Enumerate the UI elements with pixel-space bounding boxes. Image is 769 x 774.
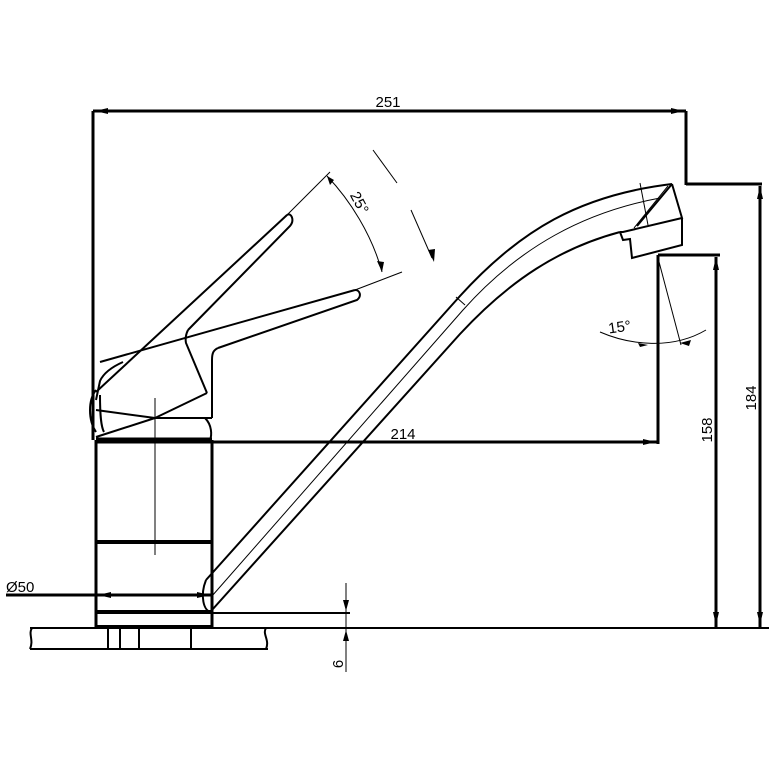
spout-head — [619, 182, 684, 260]
dimension-label-158: 158 — [699, 417, 716, 442]
dimension-deck-offset: 6 — [212, 583, 350, 672]
dimension-overall-width: 251 — [91, 94, 688, 440]
dimension-overall-height: 184 — [686, 182, 763, 627]
dimension-label-184: 184 — [743, 385, 760, 410]
dimension-label-251: 251 — [375, 94, 400, 111]
dimension-spout-angle: 15° — [599, 257, 707, 347]
lever-handle — [89, 213, 361, 441]
faucet-body — [94, 398, 214, 629]
countertop-deck — [29, 627, 769, 650]
faucet-spout — [201, 183, 673, 613]
dimension-label-15deg: 15° — [607, 318, 632, 338]
dimension-spout-reach: 214 — [96, 253, 720, 445]
dimension-label-6: 6 — [330, 660, 347, 668]
dimension-spout-height: 158 — [699, 257, 719, 627]
dimension-base-diameter: Ø50 — [6, 579, 212, 598]
dimension-label-25deg: 25° — [346, 189, 372, 217]
dimension-label-diameter-50: Ø50 — [6, 579, 34, 596]
dimension-label-214: 214 — [390, 426, 415, 443]
dimension-lever-angle: 25° — [286, 149, 435, 291]
